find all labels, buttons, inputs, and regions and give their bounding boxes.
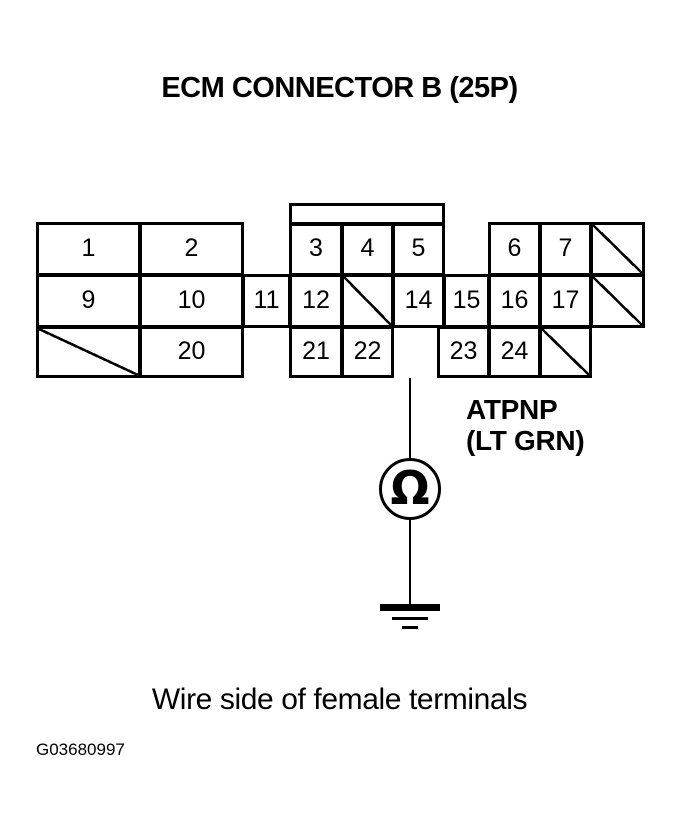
pin-cell-2[interactable]: 2 — [139, 222, 244, 276]
pin-cell-9[interactable]: 9 — [36, 274, 141, 328]
pin-label-12: 12 — [302, 285, 330, 314]
pin-cell-19-unused[interactable] — [36, 326, 141, 378]
pin-cell-14[interactable]: 14 — [392, 274, 445, 328]
pin-cell-23[interactable]: 23 — [437, 326, 490, 378]
pin-cell-12[interactable]: 12 — [289, 274, 343, 328]
pin-label-21: 21 — [302, 336, 330, 365]
pin-cell-4[interactable]: 4 — [341, 223, 394, 276]
pin-cell-22[interactable]: 22 — [341, 326, 394, 378]
pin-cell-15[interactable]: 15 — [443, 274, 490, 328]
pin-cell-21[interactable]: 21 — [289, 326, 343, 378]
pin-label-23: 23 — [449, 336, 478, 365]
pin-label-17: 17 — [551, 285, 580, 314]
ground-icon — [380, 604, 440, 638]
pin-label-3: 3 — [309, 234, 323, 262]
pin-label-2: 2 — [184, 233, 199, 262]
ohm-symbol: Ω — [390, 460, 430, 515]
pin-cell-24[interactable]: 24 — [488, 326, 541, 378]
figure-id: G03680997 — [36, 740, 125, 759]
pin-label-9: 9 — [81, 285, 96, 314]
connector-latch-tab — [289, 203, 445, 225]
pin-label-20: 20 — [177, 336, 206, 365]
pin-label-16: 16 — [500, 285, 529, 314]
pin-label-24: 24 — [500, 336, 529, 365]
wire-signal-label: ATPNP (LT GRN) — [466, 394, 585, 457]
ground-bar-3 — [402, 626, 418, 629]
pin-label-11: 11 — [253, 285, 280, 314]
pin-cell-1[interactable]: 1 — [36, 222, 141, 276]
test-lead-upper — [409, 378, 411, 462]
pin-label-7: 7 — [558, 233, 573, 262]
page-title: ECM CONNECTOR B (25P) — [161, 72, 518, 104]
pin-label-14: 14 — [404, 285, 433, 314]
pin-cell-7[interactable]: 7 — [539, 222, 592, 276]
ground-bar-1 — [380, 604, 440, 611]
pin-label-1: 1 — [81, 233, 96, 262]
ground-bar-2 — [392, 617, 428, 620]
pin-cell-5[interactable]: 5 — [392, 223, 445, 276]
pin-cell-8-unused[interactable] — [590, 222, 645, 276]
pin-cell-11[interactable]: 11 — [242, 274, 291, 328]
pin-label-5: 5 — [411, 234, 426, 262]
pin-label-4: 4 — [360, 234, 375, 262]
pin-label-6: 6 — [507, 233, 522, 262]
pin-label-10: 10 — [177, 285, 206, 314]
pin-cell-17[interactable]: 17 — [539, 274, 592, 328]
pin-cell-10[interactable]: 10 — [139, 274, 244, 328]
wire-color-code: (LT GRN) — [466, 425, 585, 457]
pin-cell-25-unused[interactable] — [539, 326, 592, 378]
pin-cell-20[interactable]: 20 — [139, 326, 244, 378]
diagram-caption: Wire side of female terminals — [151, 683, 528, 716]
pin-cell-6[interactable]: 6 — [488, 222, 541, 276]
pin-cell-13-unused[interactable] — [341, 274, 394, 328]
pin-cell-18-unused[interactable] — [590, 274, 645, 328]
test-lead-lower — [409, 518, 411, 610]
pin-cell-16[interactable]: 16 — [488, 274, 541, 328]
pin-cell-3[interactable]: 3 — [289, 223, 343, 276]
ohmmeter-icon: Ω — [379, 458, 441, 520]
pin-label-22: 22 — [353, 336, 382, 365]
wire-signal-name: ATPNP — [466, 394, 558, 425]
pin-label-15: 15 — [452, 285, 481, 314]
